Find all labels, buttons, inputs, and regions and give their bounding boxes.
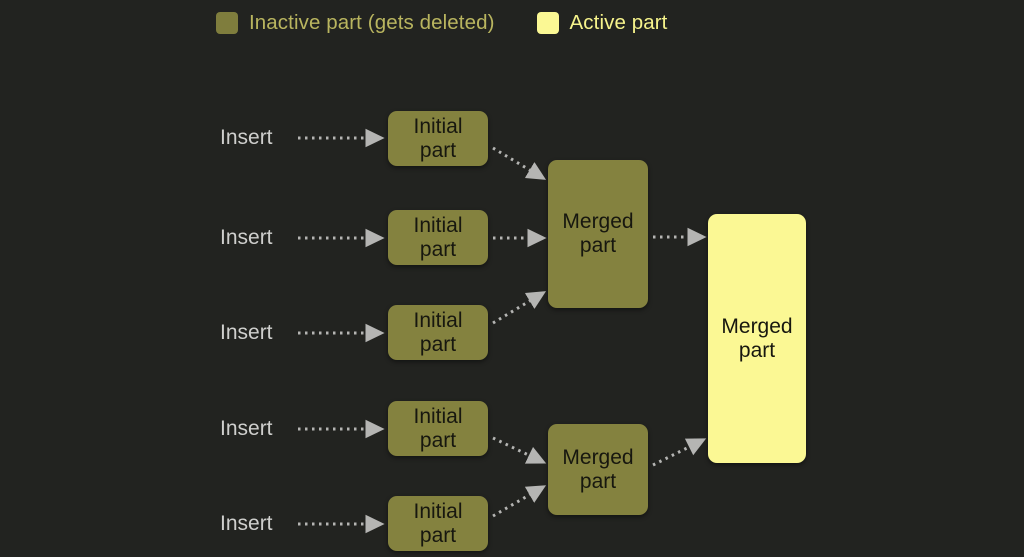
legend-swatch-active-icon bbox=[536, 12, 559, 34]
merged-part-2-line2: part bbox=[579, 469, 617, 493]
legend-item-inactive: Inactive part (gets deleted) bbox=[216, 11, 495, 35]
merged-part-node-2[interactable]: Merged part bbox=[548, 424, 648, 515]
initial-part-node-3[interactable]: Initial part bbox=[388, 305, 488, 360]
merged-part-1-line1: Merged bbox=[562, 210, 634, 234]
arrow-initial3-to-merged1 bbox=[492, 291, 547, 325]
initial-part-4-line2: part bbox=[419, 428, 457, 452]
insert-label-1: Insert bbox=[220, 126, 273, 149]
merged-part-node-1[interactable]: Merged part bbox=[548, 160, 648, 308]
arrow-merged2-to-final bbox=[652, 438, 707, 467]
merged-part-2-line1: Merged bbox=[562, 445, 634, 469]
initial-part-node-5[interactable]: Initial part bbox=[388, 496, 488, 551]
insert-label-3: Insert bbox=[220, 321, 273, 344]
legend-swatch-inactive-icon bbox=[216, 12, 238, 34]
initial-part-2-line1: Initial bbox=[413, 213, 463, 237]
initial-part-3-line2: part bbox=[419, 332, 457, 356]
initial-part-1-line2: part bbox=[419, 138, 457, 162]
legend: Inactive part (gets deleted) Active part bbox=[216, 9, 667, 37]
final-merged-part-line1: Merged bbox=[721, 314, 793, 338]
insert-label-5: Insert bbox=[220, 512, 273, 535]
final-merged-part-node[interactable]: Merged part bbox=[708, 214, 806, 463]
arrow-initial5-to-merged2 bbox=[492, 485, 547, 518]
legend-item-active: Active part bbox=[536, 11, 668, 35]
initial-part-4-line1: Initial bbox=[413, 404, 463, 428]
initial-part-5-line1: Initial bbox=[413, 499, 463, 523]
legend-label-active: Active part bbox=[569, 11, 668, 34]
insert-label-4: Insert bbox=[220, 417, 273, 440]
initial-part-5-line2: part bbox=[419, 523, 457, 547]
initial-part-3-line1: Initial bbox=[413, 308, 463, 332]
legend-label-inactive: Inactive part (gets deleted) bbox=[249, 11, 495, 34]
final-merged-part-line2: part bbox=[738, 338, 776, 362]
initial-part-node-2[interactable]: Initial part bbox=[388, 210, 488, 265]
initial-part-node-4[interactable]: Initial part bbox=[388, 401, 488, 456]
arrow-initial1-to-merged1 bbox=[492, 146, 547, 180]
insert-label-2: Insert bbox=[220, 226, 273, 249]
initial-part-2-line2: part bbox=[419, 237, 457, 261]
merged-part-1-line2: part bbox=[579, 234, 617, 257]
initial-part-node-1[interactable]: Initial part bbox=[388, 111, 488, 166]
arrow-initial4-to-merged2 bbox=[492, 436, 547, 464]
initial-part-1-line1: Initial bbox=[413, 114, 463, 138]
